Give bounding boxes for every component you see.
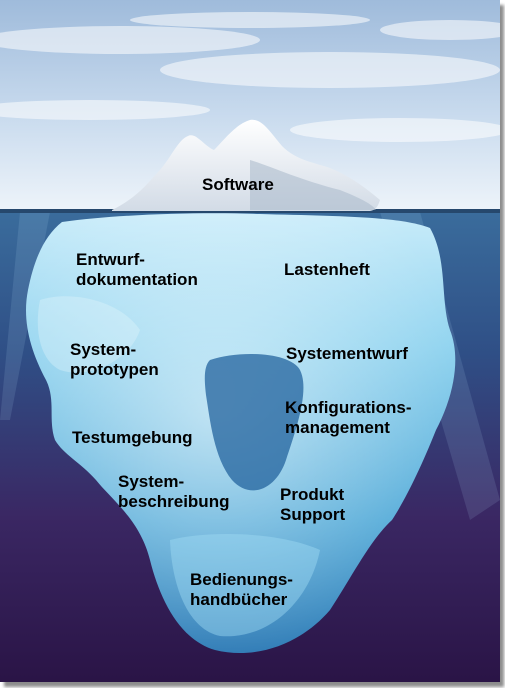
label-produkt-line-1: Produkt	[280, 485, 345, 504]
label-systemprototypen-line-2: prototypen	[70, 360, 159, 379]
label-software-text: Software	[202, 175, 274, 194]
iceberg-highlight	[170, 534, 320, 637]
label-systemprototypen-line-1: System-	[70, 340, 137, 359]
label-produkt-line-2: Support	[280, 505, 346, 524]
label-bedienung-line-1: Bedienungs-	[190, 570, 293, 589]
label-produktsupport: Produkt Support	[280, 485, 345, 525]
label-bedienung-line-2: handbücher	[190, 590, 288, 609]
label-entwurf-line-2: dokumentation	[76, 270, 198, 289]
label-lastenheft-text: Lastenheft	[284, 260, 370, 279]
label-systembeschreibung-line-1: System-	[118, 472, 185, 491]
label-testumgebung: Testumgebung	[72, 428, 193, 448]
label-entwurf-line-1: Entwurf-	[76, 250, 145, 269]
label-konfigurationsmanagement: Konfigurations- management	[285, 398, 412, 438]
label-konfiguration-line-1: Konfigurations-	[285, 398, 412, 417]
label-systementwurf: Systementwurf	[286, 344, 408, 364]
label-software: Software	[202, 175, 274, 195]
label-entwurfdokumentation: Entwurf- dokumentation	[76, 250, 198, 290]
label-testumgebung-text: Testumgebung	[72, 428, 193, 447]
clouds	[0, 12, 500, 142]
label-konfiguration-line-2: management	[285, 418, 390, 437]
iceberg-highlight-left	[37, 296, 140, 373]
label-systemprototypen: System- prototypen	[70, 340, 159, 380]
label-systembeschreibung: System- beschreibung	[118, 472, 229, 512]
iceberg-tip-shadow	[250, 160, 376, 210]
label-bedienungshandbuecher: Bedienungs- handbücher	[190, 570, 293, 610]
iceberg-cavity	[204, 354, 304, 491]
label-systementwurf-text: Systementwurf	[286, 344, 408, 363]
label-systembeschreibung-line-2: beschreibung	[118, 492, 230, 511]
label-lastenheft: Lastenheft	[284, 260, 370, 280]
